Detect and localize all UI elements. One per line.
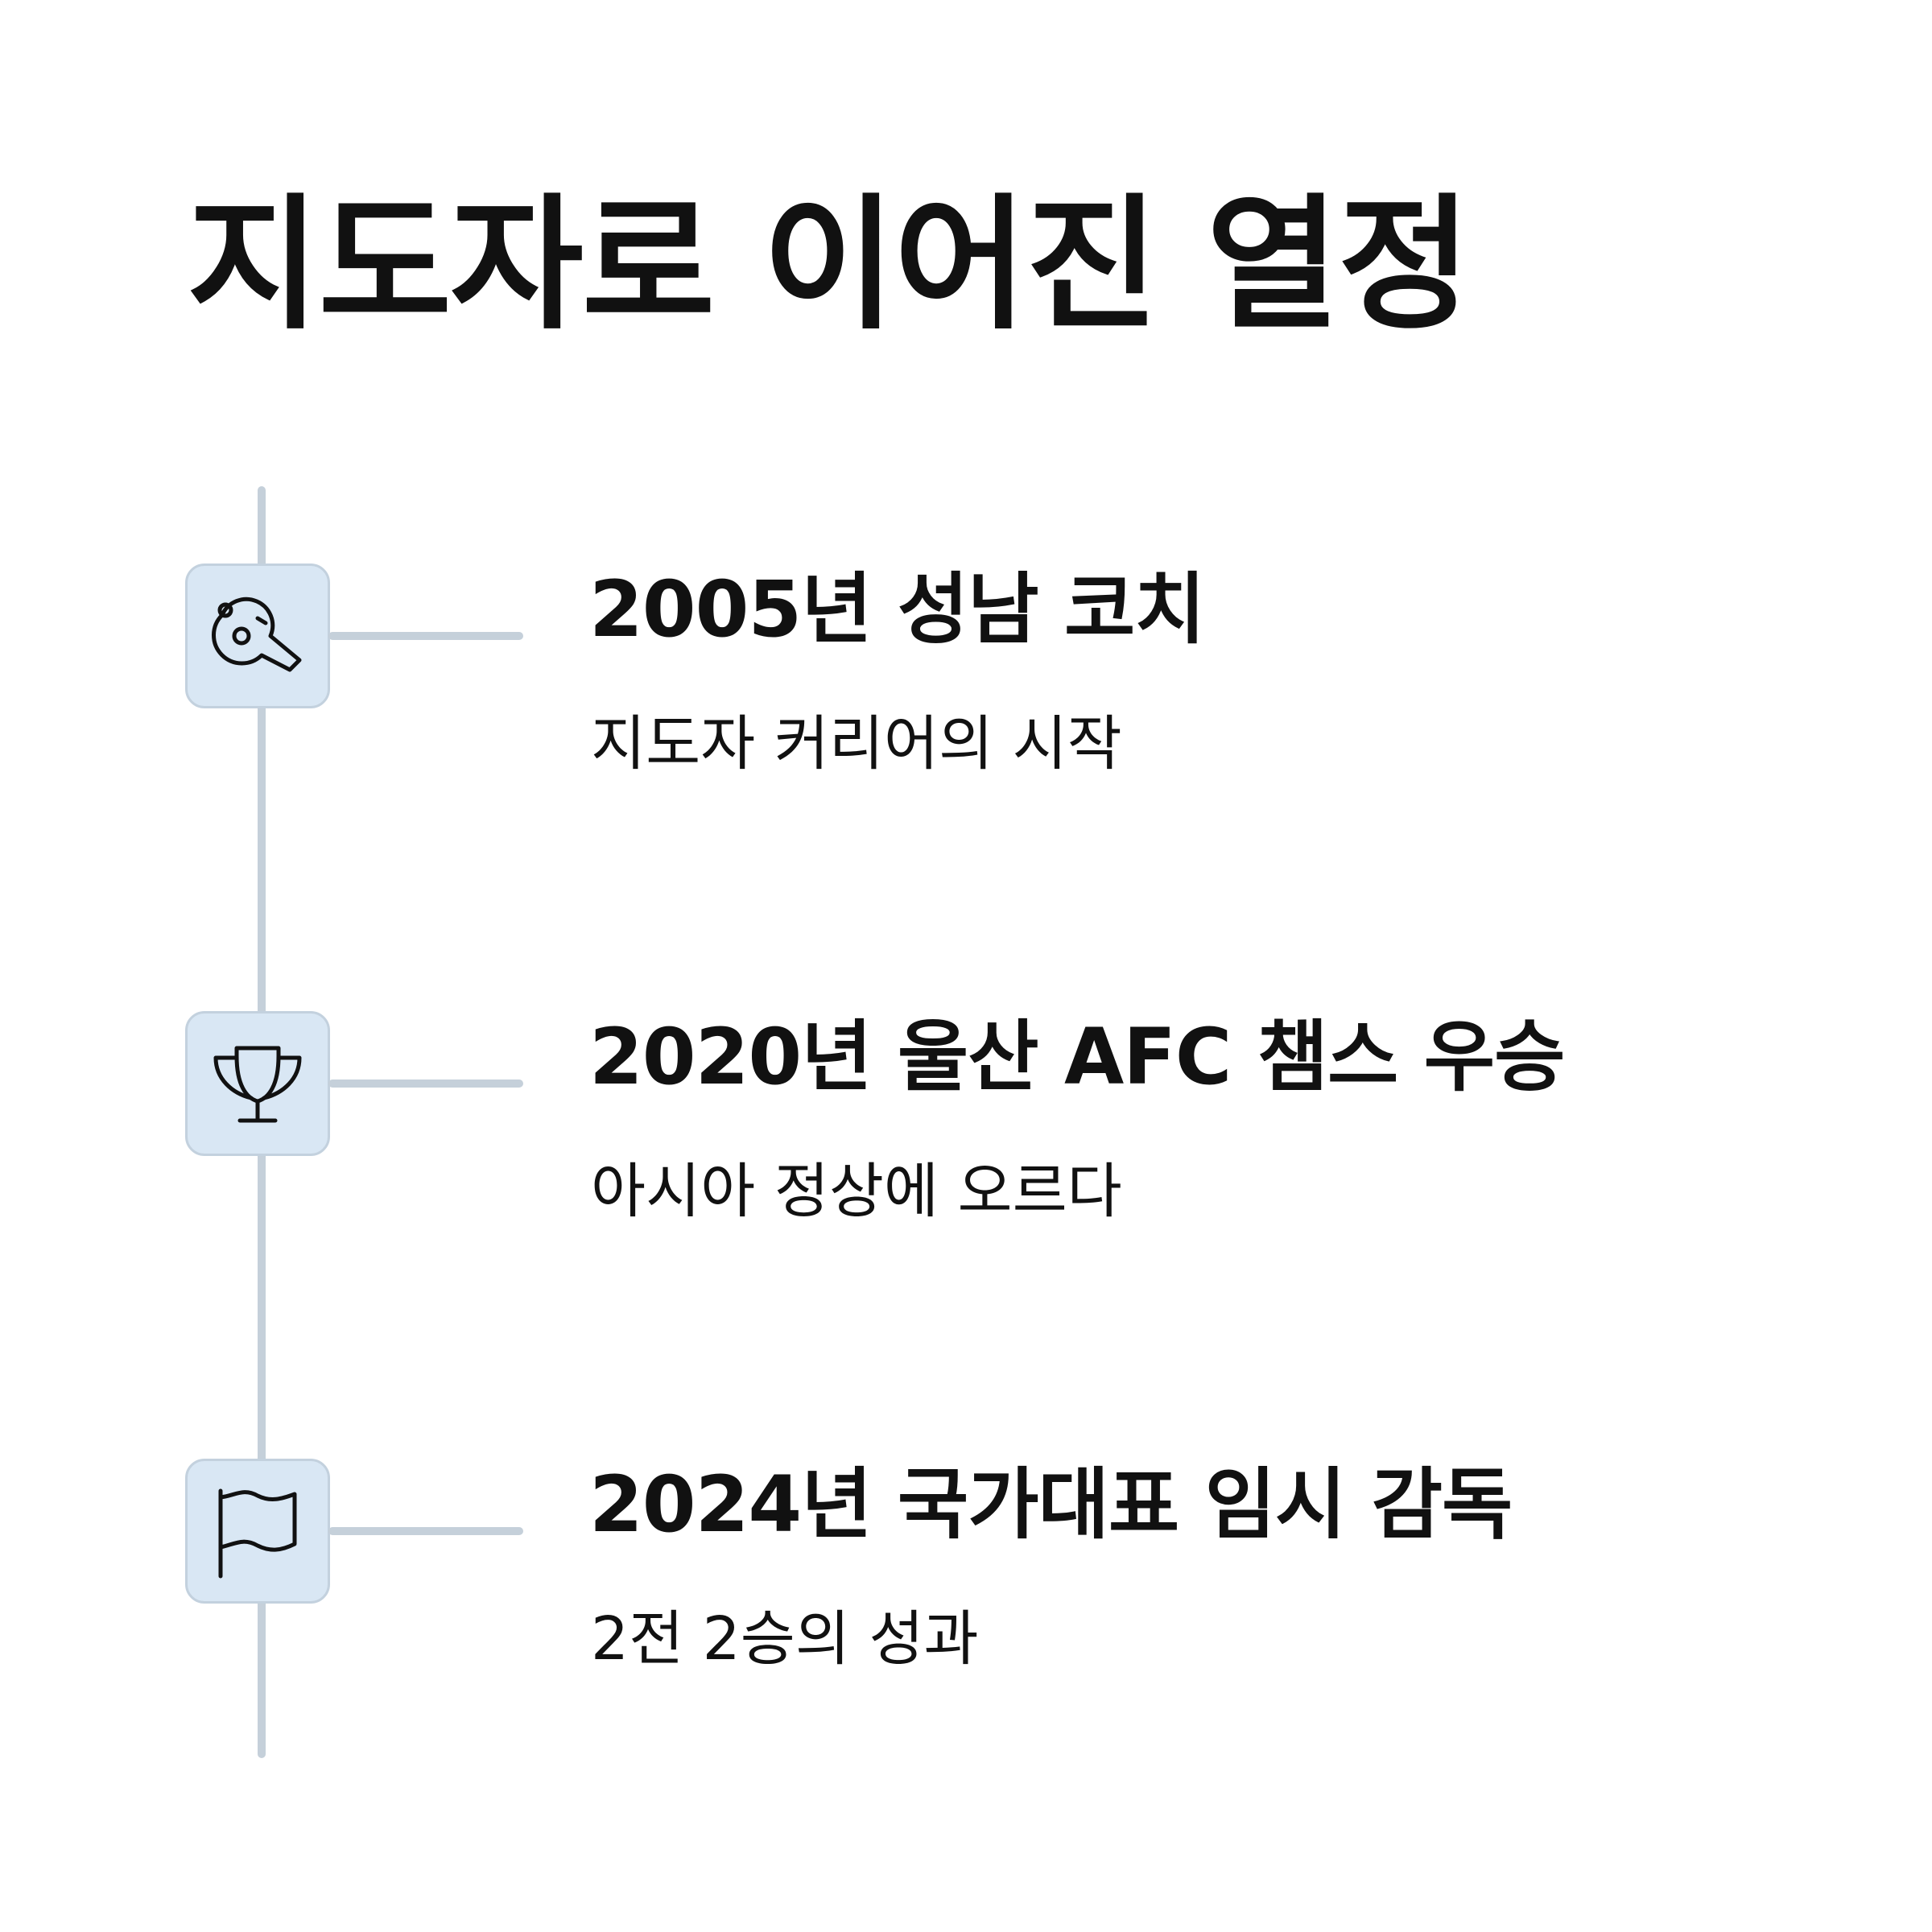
flag-icon [218,1488,297,1579]
timeline-connector [328,1080,523,1088]
whistle-icon [212,597,302,672]
timeline-item-2020: 2020년 울산 AFC 챔스 우승 아시아 정상에 오르다 [0,1011,1932,1226]
timeline-item-desc: 아시아 정상에 오르다 [591,1157,1122,1226]
timeline-connector [328,1527,523,1535]
timeline-item-title: 2005년 성남 코치 [589,564,1206,654]
timeline-item-desc: 지도자 커리어의 시작 [591,709,1122,778]
icon-box [185,1459,330,1604]
page-title: 지도자로 이어진 열정 [187,181,1472,349]
icon-box [185,564,330,708]
icon-box [185,1011,330,1156]
timeline-connector [328,632,523,640]
timeline-item-title: 2020년 울산 AFC 챔스 우승 [589,1012,1565,1102]
trophy-icon [213,1046,302,1123]
timeline-item-title: 2024년 국가대표 임시 감독 [589,1459,1513,1550]
timeline-item-2024: 2024년 국가대표 임시 감독 2전 2승의 성과 [0,1459,1932,1674]
timeline-item-2005: 2005년 성남 코치 지도자 커리어의 시작 [0,564,1932,778]
timeline-item-desc: 2전 2승의 성과 [591,1604,979,1674]
